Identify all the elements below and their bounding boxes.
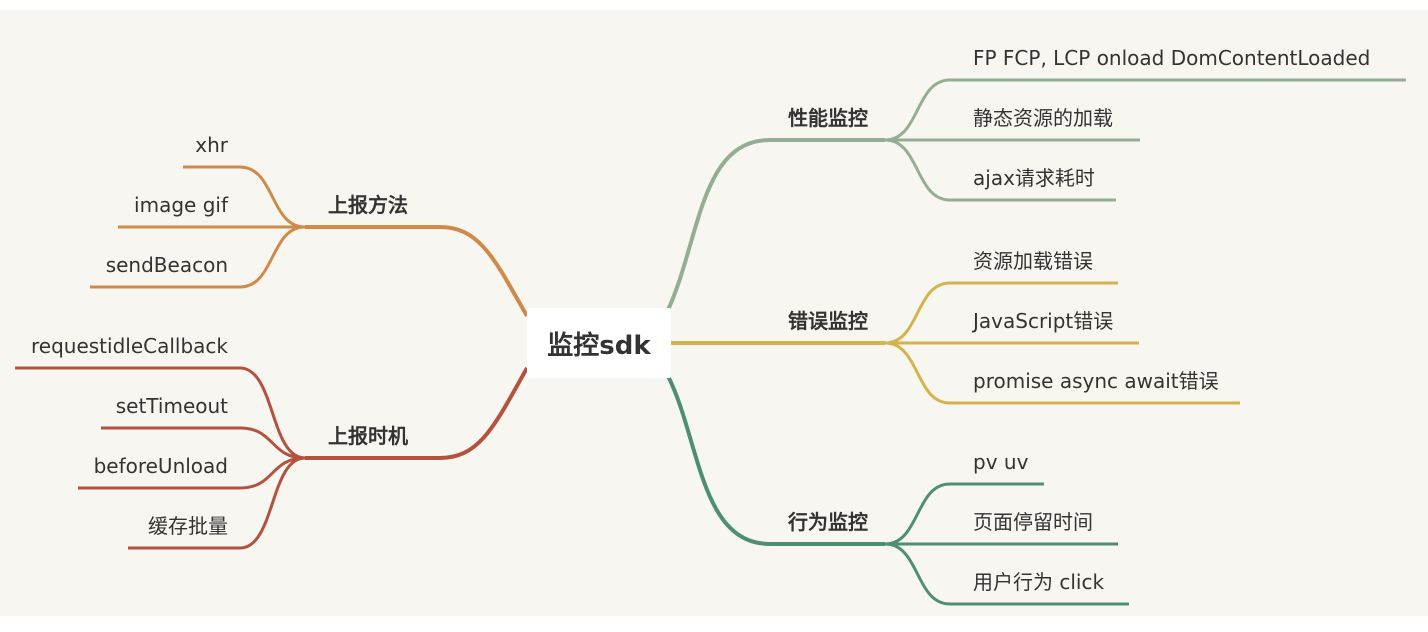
edge-beh-3: [884, 542, 1129, 606]
branch-behavior[interactable]: 行为监控: [788, 510, 868, 534]
edge-method-3: [90, 225, 306, 289]
edge-method-1: [183, 165, 306, 229]
root-node[interactable]: 监控sdk: [527, 308, 671, 378]
leaf-beh-click[interactable]: 用户行为 click: [973, 570, 1105, 594]
branch-report-timing[interactable]: 上报时机: [328, 424, 408, 448]
edge-timing-3: [78, 456, 306, 490]
leaf-method-image-gif[interactable]: image gif: [134, 193, 228, 217]
leaf-timing-settimeout[interactable]: setTimeout: [115, 394, 228, 418]
leaf-err-resource[interactable]: 资源加载错误: [973, 249, 1093, 273]
leaf-beh-stay-time[interactable]: 页面停留时间: [973, 510, 1093, 534]
edge-root-report-timing: [305, 367, 529, 460]
edge-timing-4: [128, 456, 306, 550]
edge-root-behavior: [666, 375, 885, 546]
leaf-timing-batch-cache[interactable]: 缓存批量: [148, 514, 228, 538]
leaf-method-xhr[interactable]: xhr: [195, 133, 228, 157]
edge-err-1: [884, 281, 1118, 345]
leaf-perf-ajax[interactable]: ajax请求耗时: [973, 166, 1095, 190]
edge-perf-1: [884, 78, 1406, 142]
mindmap-canvas: [0, 10, 1428, 616]
edge-err-3: [884, 341, 1240, 405]
leaf-beh-pvuv[interactable]: pv uv: [973, 450, 1029, 474]
leaf-err-promise[interactable]: promise async await错误: [973, 369, 1219, 393]
leaf-perf-static-resources[interactable]: 静态资源的加载: [973, 106, 1113, 130]
edge-root-performance: [666, 138, 885, 311]
leaf-perf-metrics[interactable]: FP FCP, LCP onload DomContentLoaded: [973, 46, 1371, 70]
branch-report-method[interactable]: 上报方法: [328, 193, 408, 217]
leaf-timing-idle-callback[interactable]: requestidleCallback: [30, 334, 228, 358]
branch-error[interactable]: 错误监控: [788, 309, 868, 333]
leaf-timing-beforeunload[interactable]: beforeUnload: [93, 454, 228, 478]
leaf-method-sendbeacon[interactable]: sendBeacon: [105, 253, 228, 277]
leaf-err-javascript[interactable]: JavaScript错误: [973, 309, 1114, 333]
edge-perf-3: [884, 138, 1116, 202]
edge-beh-1: [884, 482, 1044, 546]
branch-performance[interactable]: 性能监控: [788, 106, 868, 130]
edge-timing-1: [15, 366, 306, 460]
edge-root-report-method: [305, 225, 529, 317]
edge-timing-2: [101, 426, 306, 460]
